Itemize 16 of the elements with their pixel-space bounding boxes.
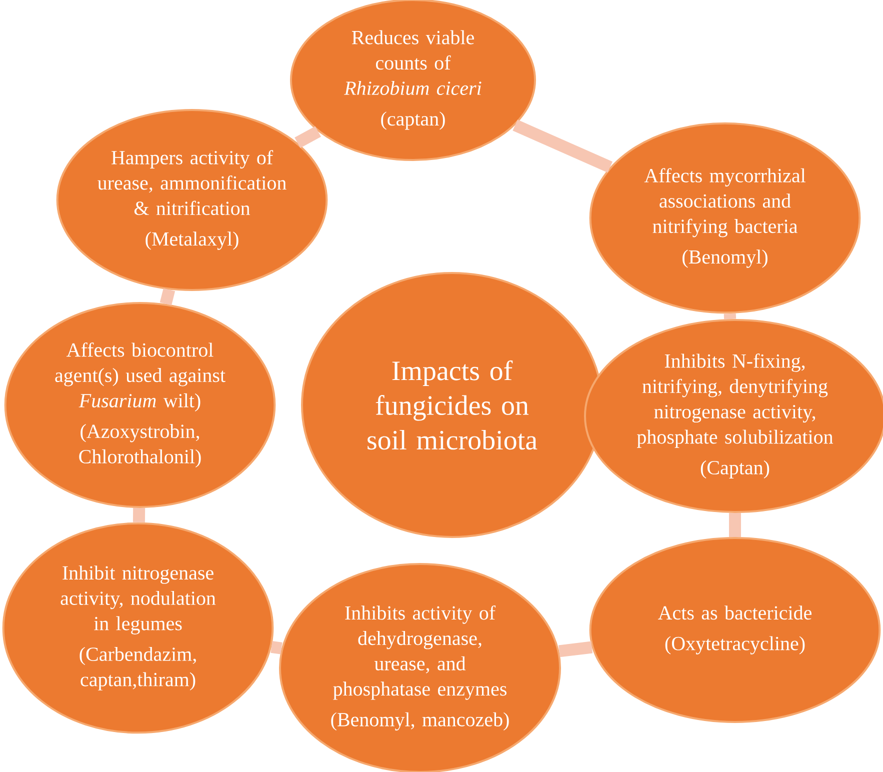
ellipse-node: Inhibits N-fixing, nitrifying, denytrifying nitrogenase activity, phosphate solubilization (Captan) [584,319,883,513]
connector-band [132,508,146,522]
ellipse-node: Inhibits activity of dehydrogenase, urease, and phosphatase enzymes (Benomyl, mancozeb) [279,563,561,772]
connector-band [724,313,736,320]
connector-band [512,120,612,173]
connector-band [729,513,741,537]
connector-band [558,641,593,658]
connector-band [160,288,176,306]
connector-band [294,126,321,148]
ellipse-node: Affects biocontrol agent(s) used against Fusarium wilt) (Azoxystrobin, Chlorothalonil) [4,302,276,508]
ellipse-node: Inhibit nitrogenase activity, nodulation in legumes (Carbendazim, captan,thiram) [2,522,274,734]
connector-band [270,640,282,654]
ellipse-node: Impacts of fungicides on soil microbiota [301,272,603,538]
ellipse-node: Hampers activity of urease, ammonification & nitrification (Metalaxyl) [56,109,328,291]
ellipse-node: Affects mycorrhizal associations and nitrifying bacteria (Benomyl) [589,122,861,314]
ellipse-node: Acts as bactericide (Oxytetracycline) [589,537,881,723]
